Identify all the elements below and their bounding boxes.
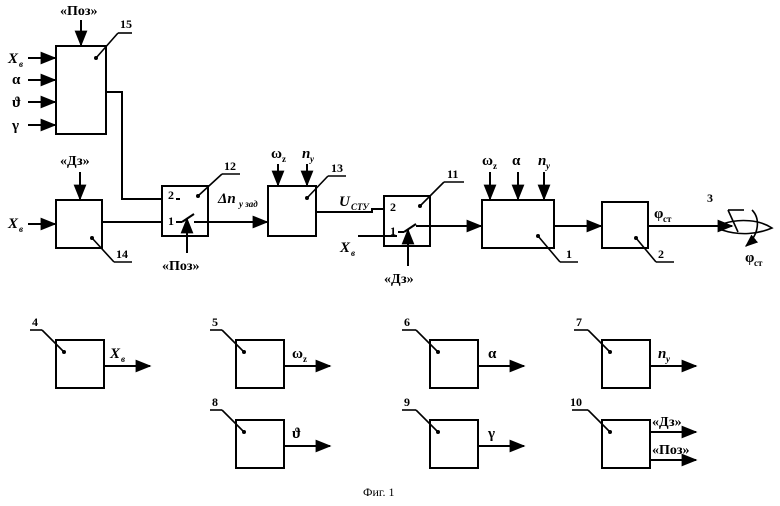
input-ny-13: n y: [302, 146, 315, 164]
input-xv-11: X в: [339, 240, 355, 258]
svg-text:2: 2: [168, 188, 174, 202]
block-5-number: 5: [212, 315, 218, 329]
input-theta-15: ϑ: [12, 95, 21, 111]
svg-text:X: X: [7, 51, 19, 67]
switch-block-11: 2 1 11: [384, 167, 464, 246]
svg-text:z: z: [493, 161, 497, 171]
svg-text:в: в: [19, 59, 23, 69]
svg-text:ст: ст: [663, 214, 672, 224]
svg-text:в: в: [351, 248, 355, 258]
svg-text:ω: ω: [482, 153, 493, 169]
input-xv-15: X в: [7, 51, 23, 69]
svg-text:в: в: [19, 224, 23, 234]
svg-text:U: U: [339, 194, 351, 210]
block-7-number: 7: [576, 315, 582, 329]
sensor-block-5: 5: [210, 315, 284, 388]
svg-text:X: X: [339, 240, 351, 256]
block-2-number: 2: [658, 247, 664, 261]
output-poz-10: «Поз»: [652, 443, 690, 458]
block-14-number: 14: [116, 247, 128, 261]
svg-text:y: y: [309, 154, 315, 164]
svg-text:z: z: [303, 354, 307, 364]
input-ny-1: n y: [538, 153, 551, 171]
output-theta-8: ϑ: [292, 426, 301, 442]
dz-label-11: «Дз»: [384, 272, 414, 287]
svg-text:y: y: [665, 354, 671, 364]
svg-text:1: 1: [168, 214, 174, 228]
figure-caption: Фиг. 1: [363, 485, 394, 499]
block-6-number: 6: [404, 315, 410, 329]
block-15: 15: [56, 17, 132, 134]
block-15-number: 15: [120, 17, 132, 31]
input-xv-14: X в: [7, 216, 23, 234]
sensor-block-6: 6: [402, 315, 478, 388]
block-4-number: 4: [32, 315, 38, 329]
svg-text:у зад: у зад: [238, 199, 258, 209]
svg-text:ст: ст: [754, 258, 763, 268]
poz-label-15: «Поз»: [60, 4, 98, 19]
svg-text:φ: φ: [745, 250, 754, 266]
sensor-block-8: 8: [210, 395, 284, 468]
block-13-number: 13: [331, 161, 343, 175]
input-gamma-15: γ: [11, 118, 19, 134]
ucty-label: U СТУ: [339, 194, 371, 212]
input-alpha-15: α: [12, 72, 21, 88]
svg-text:X: X: [7, 216, 19, 232]
block-1-number: 1: [566, 247, 572, 261]
sensor-block-4: 4: [30, 315, 104, 388]
sensor-block-7: 7: [574, 315, 650, 388]
phi-st-label-bottom: φ ст: [745, 250, 763, 268]
block-3-number: 3: [707, 191, 713, 205]
svg-text:z: z: [282, 154, 286, 164]
output-xv-4: X в: [109, 346, 125, 364]
block-11-number: 11: [447, 167, 458, 181]
block-12-number: 12: [224, 159, 236, 173]
sensor-block-9: 9: [402, 395, 478, 468]
poz-label-12: «Поз»: [162, 259, 200, 274]
svg-text:y: y: [545, 161, 551, 171]
svg-text:ω: ω: [292, 346, 303, 362]
block-9-number: 9: [404, 395, 410, 409]
block-10-number: 10: [570, 395, 582, 409]
delta-ny-label: Δn у зад: [217, 191, 258, 209]
output-dz-10: «Дз»: [652, 415, 682, 430]
input-alpha-1: α: [512, 153, 521, 169]
input-omega-13: ω z: [271, 146, 286, 164]
output-alpha-6: α: [488, 346, 497, 362]
output-omega-5: ω z: [292, 346, 307, 364]
svg-text:Δn: Δn: [217, 191, 236, 207]
control-surface-3: 3: [707, 191, 772, 246]
svg-text:X: X: [109, 346, 121, 362]
svg-text:2: 2: [390, 200, 396, 214]
svg-text:СТУ: СТУ: [351, 202, 371, 212]
block-8-number: 8: [212, 395, 218, 409]
block-14: 14: [56, 200, 132, 262]
svg-text:в: в: [121, 354, 125, 364]
svg-text:φ: φ: [654, 206, 663, 222]
dz-label-14: «Дз»: [60, 154, 90, 169]
output-ny-7: n y: [658, 346, 671, 364]
sensor-block-10: 10: [570, 395, 650, 468]
block-1: 1: [482, 200, 578, 262]
input-omega-1: ω z: [482, 153, 497, 171]
phi-st-label-top: φ ст: [654, 206, 672, 224]
output-gamma-9: γ: [487, 426, 495, 442]
svg-text:ω: ω: [271, 146, 282, 162]
